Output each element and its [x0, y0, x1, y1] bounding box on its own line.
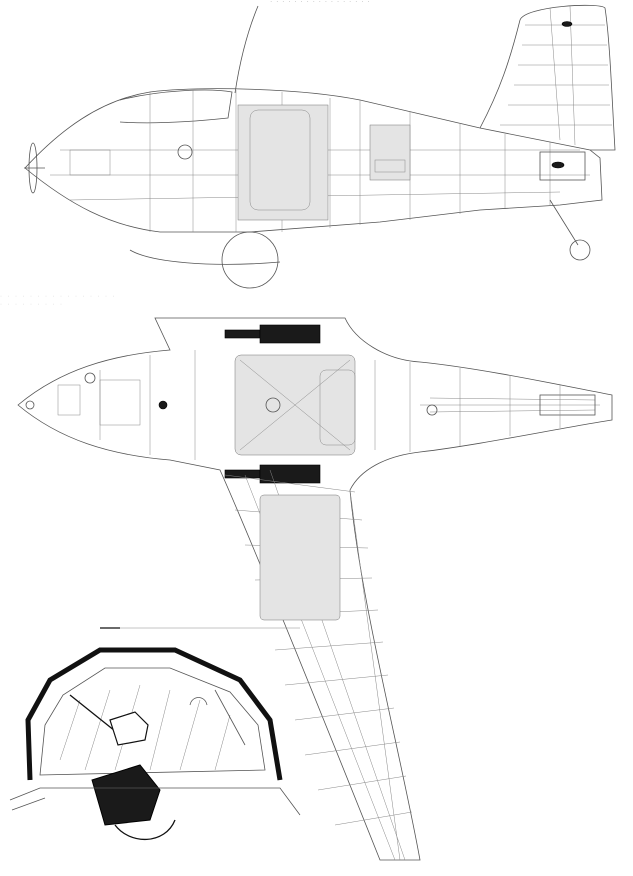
gunsight-icon: [109, 711, 149, 746]
side-view: [24, 4, 616, 289]
landing-skid: [129, 249, 281, 265]
tail-wheel: [569, 239, 591, 261]
plan-view: [17, 317, 613, 861]
plan-outline: [17, 317, 613, 861]
tail-fin: [479, 4, 616, 151]
fuselage-side-outline: [24, 88, 603, 233]
cockpit-detail: [9, 627, 301, 841]
canopy-frame: [25, 647, 283, 781]
dolly-wheel: [221, 231, 279, 289]
antenna-mast: [234, 5, 259, 94]
control-column-block: [91, 764, 161, 826]
drawing-caption: · · · · · · · · · · · · · · · · ·: [270, 0, 371, 6]
faded-label: · · · · · · · · · · · · · · · · · · · · …: [0, 294, 117, 308]
